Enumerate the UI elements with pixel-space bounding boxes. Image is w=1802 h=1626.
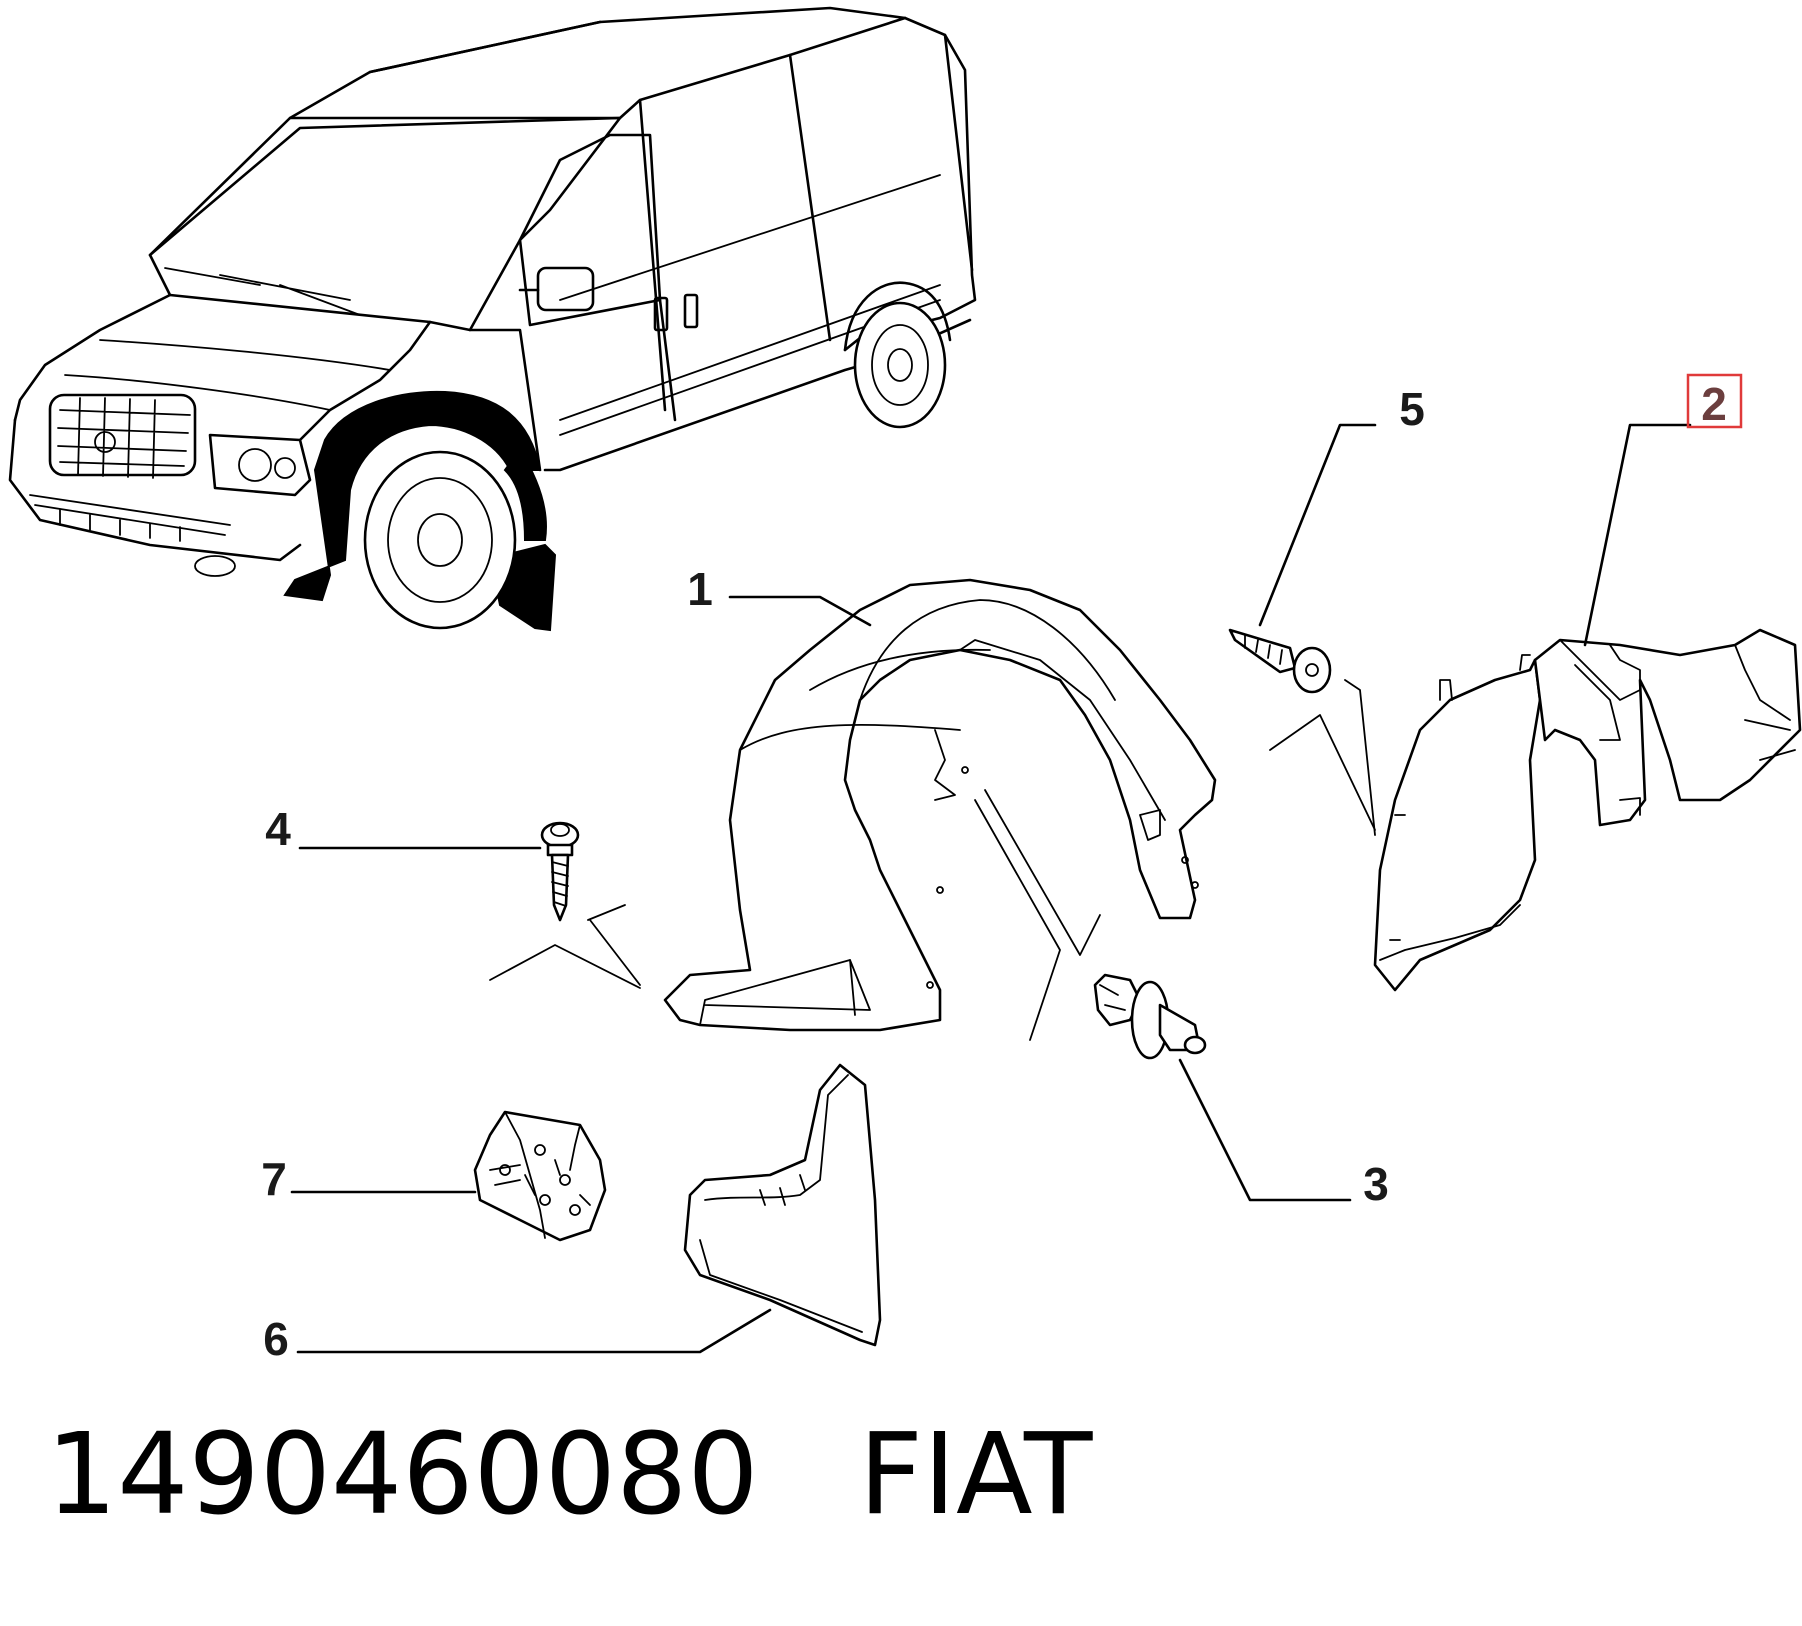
callouts: 1 2 3 4 5 6 7 [261, 373, 1743, 1365]
part-3-push-clip [1093, 973, 1207, 1060]
callout-1: 1 [687, 563, 713, 615]
part-4-screw [540, 821, 580, 922]
callout-7: 7 [261, 1153, 287, 1205]
callout-2: 2 [1701, 378, 1727, 430]
leader-6 [296, 1308, 772, 1354]
leader-lines [290, 423, 1692, 1354]
van-illustration [8, 6, 977, 632]
callout-6: 6 [263, 1313, 289, 1365]
leader-3 [1178, 1058, 1352, 1202]
callout-3: 3 [1363, 1158, 1389, 1210]
leader-1 [728, 595, 872, 627]
part-7-bracket-kit [473, 1110, 607, 1242]
callout-2-highlight-box [1686, 373, 1743, 429]
brand-name: FIAT [858, 1410, 1093, 1540]
part-2-front-liner [1269, 628, 1802, 992]
leader-5 [1258, 423, 1377, 627]
part-number: 1490460080 [46, 1410, 759, 1540]
part-6-mud-flap [683, 1063, 882, 1347]
part-5-screw [1228, 628, 1332, 694]
callout-4: 4 [265, 803, 291, 855]
part-1-wheel-arch-liner [489, 578, 1217, 1041]
footer-caption: 1490460080 FIAT [46, 1410, 1092, 1540]
callout-5: 5 [1399, 383, 1425, 435]
leader-2 [1583, 423, 1692, 647]
